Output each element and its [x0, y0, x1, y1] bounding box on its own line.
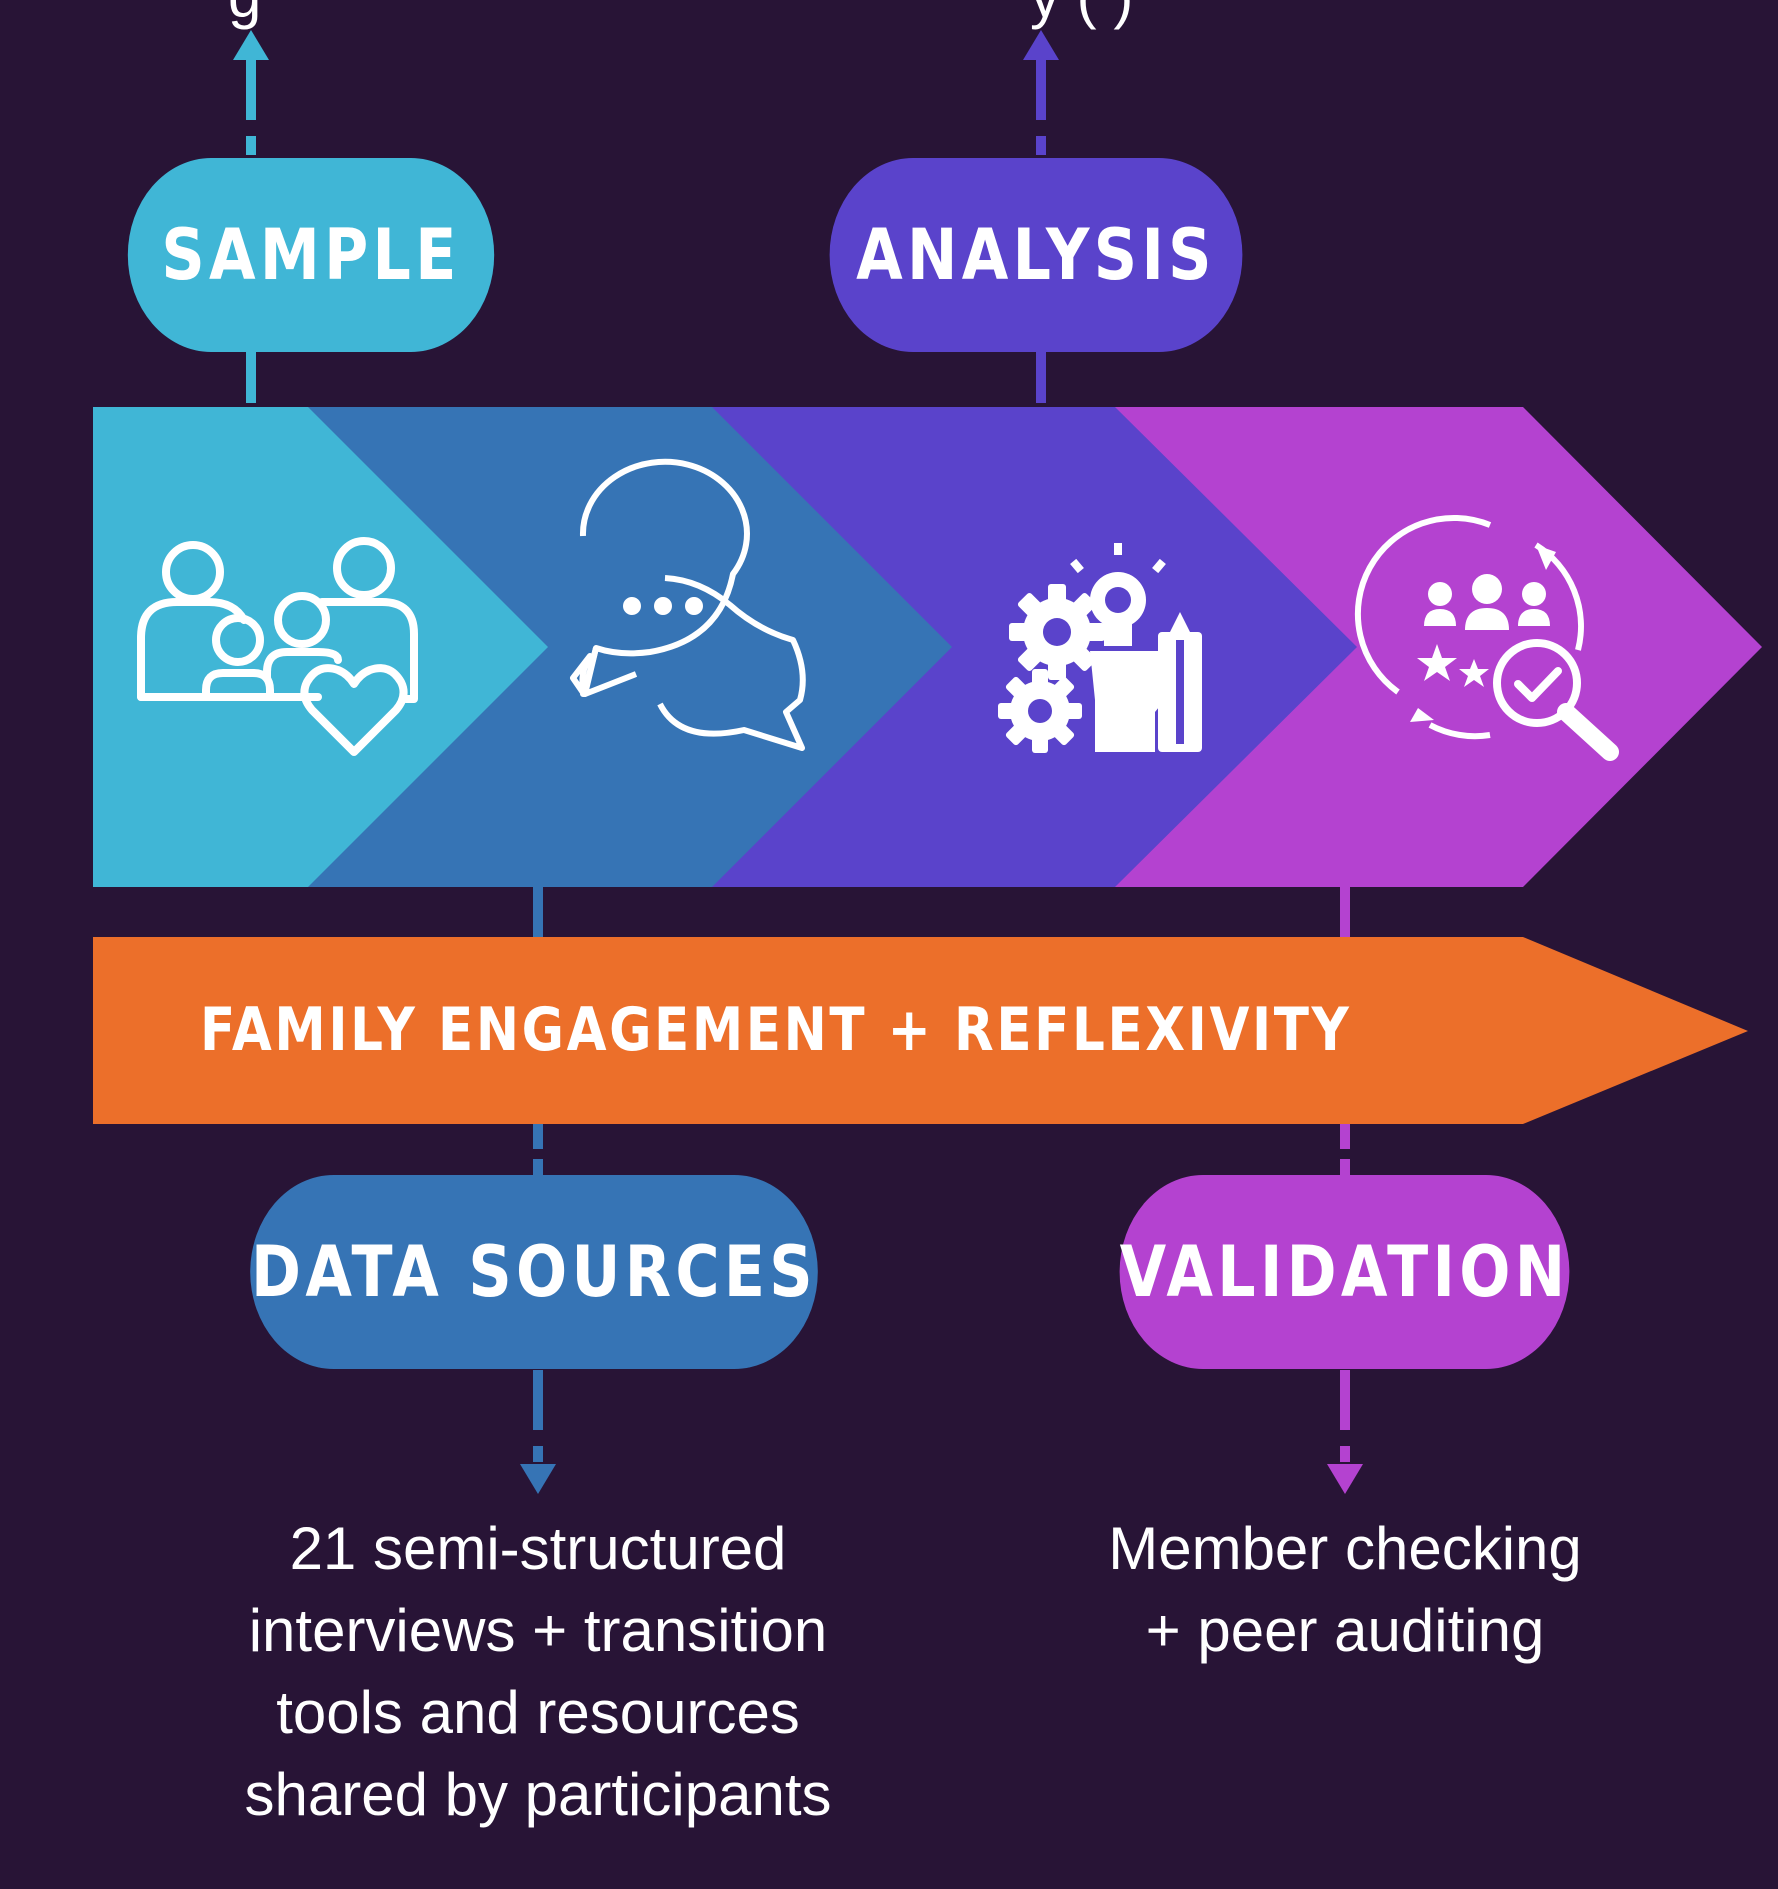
stage-pill-data-sources: DATA SOURCES: [250, 1175, 818, 1369]
stage-label-validation: VALIDATION: [1119, 1231, 1570, 1313]
family-heart-icon: [137, 537, 418, 756]
connector-lines: [233, 30, 1363, 1494]
stage-pill-validation: VALIDATION: [1119, 1175, 1570, 1369]
description-line: Member checking: [1108, 1515, 1582, 1582]
stage-pill-analysis: ANALYSIS: [829, 158, 1243, 352]
analysis-arrowhead: [1023, 30, 1059, 60]
description-line: tools and resources: [276, 1679, 800, 1746]
validation-description: Member checking + peer auditing: [1045, 1508, 1645, 1672]
stage-label-analysis: ANALYSIS: [856, 214, 1216, 296]
chevron-data-sources: [308, 407, 952, 887]
description-line: shared by participants: [244, 1761, 832, 1828]
people-magnifier-check-icon: [1354, 514, 1619, 761]
sample-arrowhead: [233, 30, 269, 60]
band-label: FAMILY ENGAGEMENT + REFLEXIVITY: [200, 995, 1352, 1065]
stage-label-data-sources: DATA SOURCES: [251, 1231, 817, 1313]
data-sources-arrowhead: [520, 1464, 556, 1494]
data-sources-description: 21 semi-structured interviews + transiti…: [188, 1508, 888, 1836]
engagement-band: [93, 937, 1748, 1124]
chevron-validation: [1115, 407, 1762, 887]
description-line: + peer auditing: [1145, 1597, 1545, 1664]
sample-description-cut: g: [228, 0, 261, 38]
chat-bubbles-icon: [570, 458, 806, 751]
analysis-description-cut: y ( ): [1030, 0, 1133, 38]
chevron-sample: [93, 407, 548, 887]
gears-lightbulb-head-icon: [998, 543, 1202, 753]
stage-label-sample: SAMPLE: [161, 214, 461, 296]
stage-pill-sample: SAMPLE: [127, 158, 495, 352]
description-line: interviews + transition: [248, 1597, 828, 1664]
description-line: 21 semi-structured: [289, 1515, 787, 1582]
validation-arrowhead: [1327, 1464, 1363, 1494]
